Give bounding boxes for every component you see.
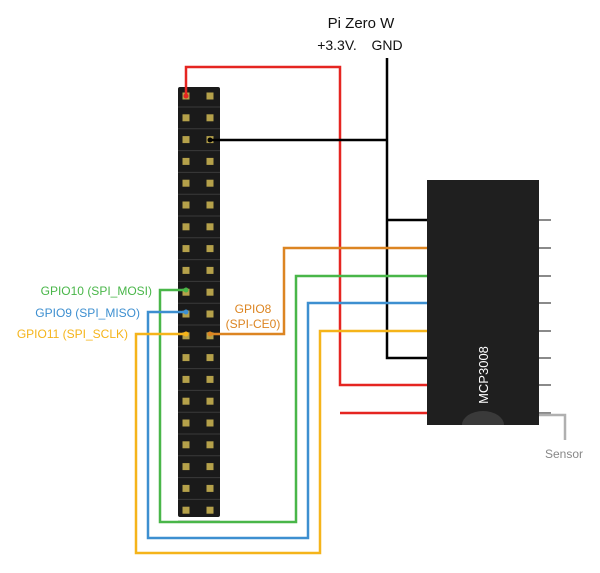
header-pin	[206, 288, 214, 296]
wire-end-dot	[183, 309, 189, 315]
header-pin	[182, 506, 190, 514]
header-pin	[182, 157, 190, 165]
wire-spi-sclk	[134, 329, 427, 555]
header-pin	[206, 397, 214, 405]
header-pin	[206, 484, 214, 492]
header-pin	[206, 114, 214, 122]
gpio-header-body	[178, 87, 220, 517]
wire-spi-miso	[146, 301, 427, 540]
header-pin	[182, 223, 190, 231]
chip-notch	[462, 411, 504, 425]
wire-sensor	[539, 413, 567, 440]
header-pin	[206, 179, 214, 187]
wire-3v3	[184, 65, 427, 387]
chip-label: MCP3008	[476, 346, 491, 404]
wire-end-dot	[207, 137, 213, 143]
gpio9-label: GPIO9 (SPI_MISO)	[35, 306, 140, 320]
ground-rail-label: GND	[371, 37, 402, 53]
gpio-header	[178, 87, 220, 522]
wires	[134, 58, 567, 555]
title: Pi Zero W	[328, 15, 396, 32]
header-pin	[182, 179, 190, 187]
header-pin	[206, 354, 214, 362]
header-pin	[206, 506, 214, 514]
header-pin	[182, 114, 190, 122]
header-pin	[182, 201, 190, 209]
header-pin	[182, 266, 190, 274]
header-pin	[182, 354, 190, 362]
header-pin	[206, 375, 214, 383]
header-pin	[206, 463, 214, 471]
header-pin	[182, 484, 190, 492]
sensor-label: Sensor	[545, 447, 583, 461]
header-pin	[182, 245, 190, 253]
header-pin	[206, 419, 214, 427]
gpio8-label: GPIO8	[235, 302, 272, 316]
header-pin	[182, 419, 190, 427]
wire-gnd	[385, 58, 427, 360]
power-rail-label: +3.3V.	[317, 37, 357, 53]
wire-end-dots	[183, 93, 213, 337]
header-pin	[182, 397, 190, 405]
header-pin	[182, 441, 190, 449]
header-pin	[182, 136, 190, 144]
wire-end-dot	[207, 331, 213, 337]
header-pin	[206, 441, 214, 449]
wire-end-dot	[183, 331, 189, 337]
wire-end-dot	[183, 93, 189, 99]
chip-body	[427, 180, 539, 425]
gpio11-label: GPIO11 (SPI_SCLK)	[17, 327, 128, 341]
header-pin	[206, 266, 214, 274]
gpio10-label: GPIO10 (SPI_MOSI)	[41, 284, 152, 298]
header-pin	[182, 375, 190, 383]
wire-spi-ce0	[210, 246, 427, 336]
header-pin	[206, 157, 214, 165]
header-pin	[182, 463, 190, 471]
wire-end-dot	[183, 287, 189, 293]
header-pin	[206, 310, 214, 318]
header-pin	[206, 245, 214, 253]
header-pin	[206, 201, 214, 209]
header-pin	[206, 223, 214, 231]
spi-ce0-label: (SPI-CE0)	[226, 317, 281, 331]
mcp3008-chip: MCP3008	[415, 180, 551, 425]
wire-spi-mosi	[158, 274, 427, 524]
gpio-header-pins	[178, 92, 220, 522]
header-pin	[206, 92, 214, 100]
